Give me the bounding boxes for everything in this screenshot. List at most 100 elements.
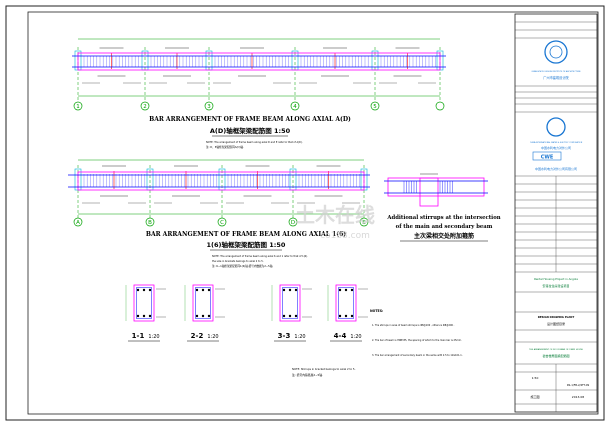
beam1-axis-label: 1	[76, 104, 80, 110]
company2-logo	[546, 117, 566, 137]
beam2-outline	[77, 171, 365, 191]
beam2-axis-bubble	[288, 217, 298, 227]
drawing-cn: 宿舍楼屋面梁配筋图	[542, 353, 569, 358]
section-bottom-rebar	[207, 314, 211, 318]
beam1-note-2: 注: D、E轴框架梁配筋同A(D)轴.	[206, 145, 244, 149]
section-bottom-rebar	[195, 314, 199, 318]
note-item-1: 1. The stirrups in area of beam stirrups…	[372, 324, 455, 327]
beam1-outline	[77, 52, 441, 71]
company-en: GUANGZHOU DESIGN INSTITUTE OF ARCHITECTU…	[531, 70, 581, 73]
note-item-2: 2. The bar of beam is HRB335, the spacin…	[372, 339, 462, 342]
section-top-rebar	[142, 288, 146, 292]
section-top-rebar	[288, 288, 292, 292]
section-bottom-rebar	[294, 314, 298, 318]
beam2-axis-label: C	[220, 220, 224, 226]
section-top-rebar	[201, 288, 205, 292]
section-bottom-rebar	[344, 314, 348, 318]
section-bottom-rebar	[148, 314, 152, 318]
section-note-1: NOTE: Stirrups in bracket belongs to axi…	[292, 367, 356, 371]
section-label: 3-3	[278, 332, 291, 340]
drawing-scale: 1:50	[532, 376, 539, 380]
section-scale: 1:20	[350, 334, 361, 340]
section-label: 2-2	[191, 332, 204, 340]
cwe-logo-text: CWE	[541, 154, 554, 160]
beam1-axis-label: 2	[143, 104, 147, 110]
beam1-axis-bubble	[370, 101, 380, 111]
beam2-title-cn: 1(6)轴框架梁配筋图 1:50	[207, 240, 286, 249]
watermark-url: co188.com	[320, 231, 370, 241]
beam1-axis-bubble	[140, 101, 150, 111]
inner-frame	[27, 11, 599, 415]
section-bottom-rebar	[282, 314, 286, 318]
beam1-title-en: BAR ARRANGEMENT OF FRAME BEAM ALONG AXIA…	[149, 116, 351, 123]
section-scale: 1:20	[148, 334, 159, 340]
beam2-title-en: BAR ARRANGEMENT OF FRAME BEAM ALONG AXIA…	[146, 231, 346, 238]
section-bottom-rebar	[142, 314, 146, 318]
section-scale: 1:20	[207, 334, 218, 340]
institute-logo-inner	[549, 45, 563, 59]
section-outline	[279, 284, 301, 322]
section-note-2: 注: 括号内箍筋属2~5轴.	[292, 373, 323, 377]
company2-cn: 中国水利电力对外公司	[541, 145, 571, 150]
sheet-title-en: DESIGN DRAWING PLANT	[538, 315, 575, 319]
beam1-axis-bubble	[290, 101, 300, 111]
detail-secondary-beam	[419, 177, 439, 207]
beam2-note-3: 注: 6~1轴框架梁配筋同1(6)轴,括号内数据为2~5轴.	[212, 264, 273, 268]
intersection-detail: Additional stirrups at the intersection …	[384, 173, 501, 242]
note-item-3: 3. The bar arrangement of secondary beam…	[372, 354, 463, 357]
beam2-axis-bubble	[145, 217, 155, 227]
section-top-rebar	[195, 288, 199, 292]
general-notes: NOTES: 1. The stirrups in area of beam s…	[370, 309, 463, 357]
section-outline	[335, 284, 357, 322]
drawing-date: 2013.08	[572, 395, 584, 399]
watermark-text: 土木在线	[295, 203, 375, 227]
section-top-rebar	[136, 288, 140, 292]
beam2-note-2: the size in brackets belongs to axial 2 …	[212, 260, 264, 263]
section-label: 4-4	[334, 332, 347, 340]
beam1-axis-bubble	[435, 101, 445, 111]
section-top-rebar	[344, 288, 348, 292]
beam2-axis-label: D	[291, 220, 295, 226]
section-top-rebar	[294, 288, 298, 292]
beam1-axis-label: 4	[293, 104, 297, 110]
detail-title-en-2: of the main and secondary beam	[396, 224, 493, 230]
section-bottom-rebar	[136, 314, 140, 318]
cwe-logo-box	[532, 151, 562, 161]
section-bottom-rebar	[288, 314, 292, 318]
beam2-axis-bubble	[73, 217, 83, 227]
section-stirrup	[195, 287, 211, 319]
beam1-axis-bubble	[73, 101, 83, 111]
beam1-axis-label: 5	[373, 104, 377, 110]
beam1-axis-bubble	[204, 101, 214, 111]
section-bottom-rebar	[201, 314, 205, 318]
section-label: 1-1	[132, 332, 145, 340]
institute-logo	[544, 40, 568, 64]
section-bottom-rebar	[350, 314, 354, 318]
section-top-rebar	[282, 288, 286, 292]
section-outline	[133, 284, 155, 322]
section-stirrup	[282, 287, 298, 319]
beam1-title-cn: A(D)轴框架梁配筋图 1:50	[210, 126, 291, 135]
beam2-axis-label: E	[362, 220, 366, 226]
outer-frame	[5, 5, 605, 421]
title-block: GUANGZHOU DESIGN INSTITUTE OF ARCHITECTU…	[514, 13, 598, 413]
drawing-number: RS-1/FB-2/4FT-09	[567, 383, 590, 387]
beam2-axis-label: B	[148, 220, 152, 226]
sheet-title-cn: 设计图纸目录	[547, 321, 565, 326]
detail-title-cn: 主次梁相交处附加箍筋	[414, 232, 474, 240]
project-en: Rental Housing Project in Angola	[534, 277, 578, 281]
drawing-en: THE ARRANGEMENT OF ROOF BEAM OF STAFF HO…	[529, 348, 584, 351]
beam2-axis-bubble	[217, 217, 227, 227]
beam2-note-1: NOTE: The arrangement of frame beam alon…	[212, 255, 308, 258]
section-top-rebar	[338, 288, 342, 292]
section-scale: 1:20	[294, 334, 305, 340]
section-stirrup	[136, 287, 152, 319]
company-cn: 广州市建筑设计院	[543, 75, 569, 80]
company2-en: CHINA INTERNATIONAL WATER & ELECTRIC COR…	[530, 141, 583, 144]
section-top-rebar	[350, 288, 354, 292]
